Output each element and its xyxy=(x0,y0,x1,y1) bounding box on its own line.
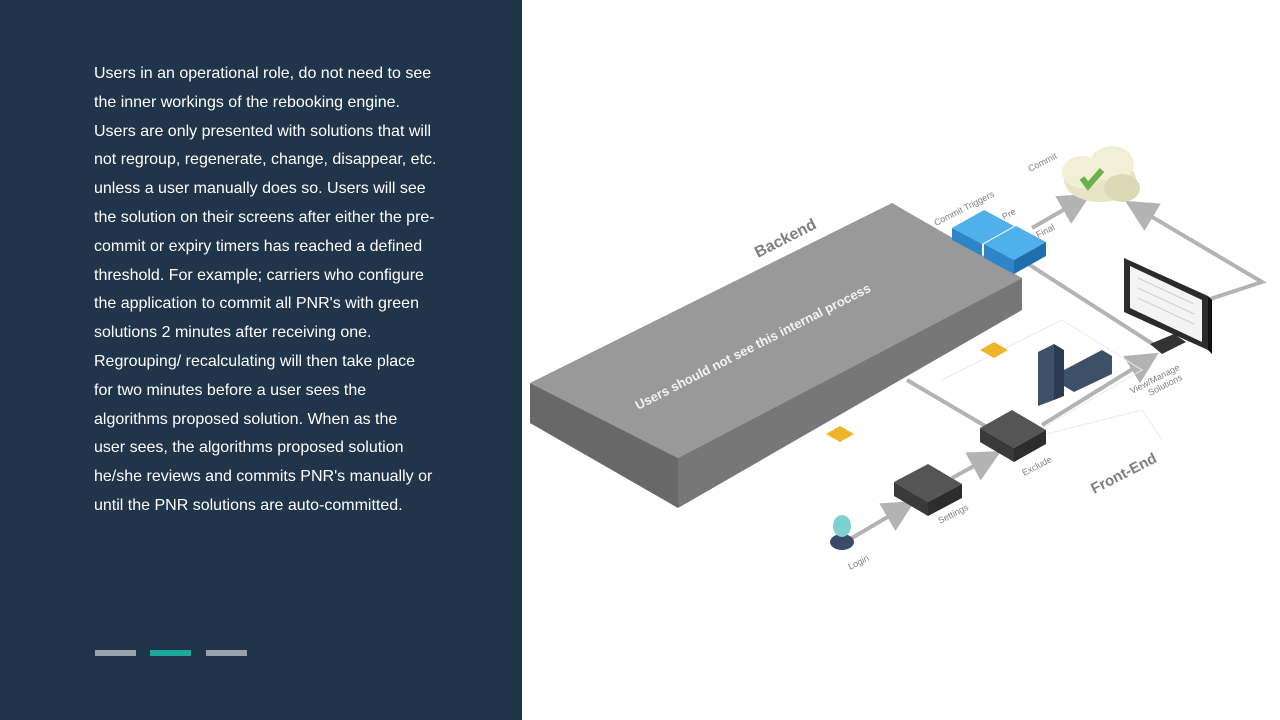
body-line: algorithms proposed solution. When as th… xyxy=(94,410,398,428)
body-line: until the PNR solutions are auto-committ… xyxy=(94,496,403,514)
monitor-to-cloud-arrow xyxy=(1125,200,1267,307)
body-line: threshold. For example; carriers who con… xyxy=(94,266,424,284)
description-text: Users in an operational role, do not nee… xyxy=(94,60,444,521)
body-line: he/she reviews and commits PNR's manuall… xyxy=(94,468,433,486)
body-line: user sees, the algorithms proposed solut… xyxy=(94,439,404,457)
login-to-settings-arrow xyxy=(850,500,915,540)
body-line: commit or expiry timers has reached a de… xyxy=(94,237,423,255)
body-line: the application to commit all PNR's with… xyxy=(94,295,419,313)
body-line: the inner workings of the rebooking engi… xyxy=(94,93,400,111)
exclude-label: Exclude xyxy=(1020,454,1053,477)
pre-trigger-top xyxy=(952,210,1014,244)
pager-dash[interactable] xyxy=(95,650,136,656)
final-trigger-front xyxy=(984,244,1014,274)
frontend-label: Front-End xyxy=(1088,450,1160,498)
check-icon xyxy=(1079,168,1105,191)
pre-label: Pre xyxy=(1000,207,1017,222)
building-icon xyxy=(1038,344,1112,406)
settings-to-exclude-arrow xyxy=(951,451,1002,481)
pager-dash[interactable] xyxy=(150,650,191,656)
backend-box-front xyxy=(530,383,678,508)
final-trigger-top xyxy=(984,226,1046,260)
slide-pager xyxy=(95,650,255,656)
pager-dash[interactable] xyxy=(206,650,247,656)
cloud-icon xyxy=(1062,146,1140,202)
body-line: for two minutes before a user sees the xyxy=(94,381,367,399)
backend-box-top xyxy=(530,203,1022,458)
diagram-svg: Backend Users should not see this intern… xyxy=(530,146,1267,572)
body-line: the solution on their screens after eith… xyxy=(94,208,435,226)
exclude-box xyxy=(980,410,1046,462)
final-to-cloud-arrow xyxy=(1031,194,1091,230)
final-to-monitor-line xyxy=(1020,258,1164,352)
body-line: Users in an operational role, do not nee… xyxy=(94,65,432,82)
user-tiles xyxy=(826,342,1008,442)
commit-label: Commit xyxy=(1026,151,1059,174)
architecture-diagram: Backend Users should not see this intern… xyxy=(522,0,1280,720)
pre-trigger-front xyxy=(952,228,982,256)
body-line: Regrouping/ recalculating will then take… xyxy=(94,352,416,370)
monitor-icon xyxy=(1124,258,1212,354)
body-line: Users are only presented with solutions … xyxy=(94,122,432,140)
backend-to-exclude-line xyxy=(905,378,994,432)
login-label: Login xyxy=(846,553,870,572)
commit-trigger-blocks xyxy=(952,210,1046,274)
settings-box xyxy=(894,464,962,516)
final-trigger-side xyxy=(1014,242,1046,274)
body-line: solutions 2 minutes after receiving one. xyxy=(94,324,372,342)
backend-box xyxy=(530,203,1022,508)
backend-box-side xyxy=(678,278,1022,508)
connector-lines xyxy=(850,194,1267,540)
left-panel: Users in an operational role, do not nee… xyxy=(0,0,522,720)
body-line: not regroup, regenerate, change, disappe… xyxy=(94,151,437,169)
exclude-to-monitor-arrow xyxy=(1040,352,1159,427)
body-line: unless a user manually does so. Users wi… xyxy=(94,180,426,198)
user-avatar-icon xyxy=(830,515,854,550)
